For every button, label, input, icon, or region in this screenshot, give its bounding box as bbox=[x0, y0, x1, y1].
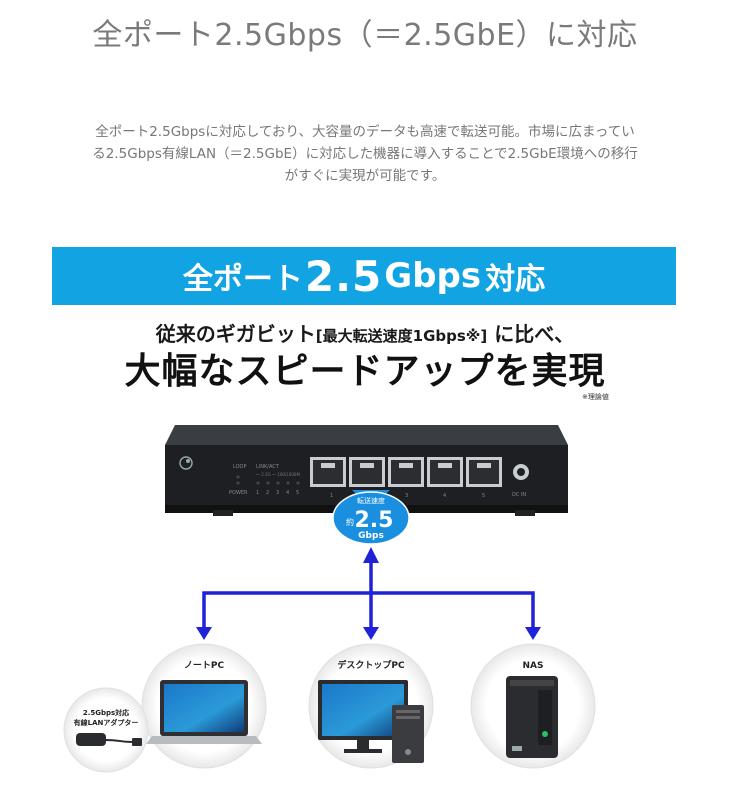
banner-prefix: 全ポート bbox=[182, 262, 303, 297]
usb-adapter-icon bbox=[76, 733, 142, 746]
badge-value: 2.5 bbox=[355, 508, 394, 533]
ethernet-port-1 bbox=[310, 457, 346, 487]
arrowheads bbox=[196, 547, 541, 640]
comparison-lead: 従来のギガビット bbox=[155, 322, 316, 346]
nas-device: NAS bbox=[470, 643, 596, 769]
loop-label: LOOP bbox=[233, 464, 247, 470]
speed-banner: 全ポート 2.5 Gbps 対応 bbox=[52, 247, 676, 305]
laptop-icon bbox=[146, 680, 262, 744]
brand-logo-icon bbox=[179, 456, 193, 470]
led-number-3: 3 bbox=[276, 490, 279, 496]
desktop-device: デスクトップPC bbox=[308, 643, 434, 769]
led-number-1: 1 bbox=[256, 490, 259, 496]
port-number-5: 5 bbox=[482, 493, 485, 499]
speed-legend: ― 2.5G ― 100/1000M bbox=[256, 472, 300, 477]
led-number-2: 2 bbox=[266, 490, 269, 496]
nas-label: NAS bbox=[523, 661, 544, 671]
monitor-icon bbox=[318, 680, 408, 753]
banner-speed-unit: Gbps bbox=[384, 256, 482, 296]
adapter-label-2: 有線LANアダプター bbox=[74, 718, 139, 727]
connection-arrows bbox=[202, 560, 535, 628]
desktop-label: デスクトップPC bbox=[337, 659, 405, 671]
description-line-2: る2.5Gbps有線LAN（＝2.5GbE）に対応した機器に導入することで2.5… bbox=[92, 146, 638, 162]
description-line-3: がすぐに実現が可能です。 bbox=[284, 168, 446, 184]
led-number-5: 5 bbox=[296, 490, 299, 496]
ethernet-port-4 bbox=[427, 457, 463, 487]
banner-speed-value: 2.5 bbox=[304, 251, 383, 301]
ethernet-port-3 bbox=[388, 457, 424, 487]
description: 全ポート2.5Gbpsに対応しており、大容量のデータも高速で転送可能。市場に広ま… bbox=[40, 121, 690, 187]
comparison-paren: [最大転送速度1Gbps※] bbox=[315, 327, 488, 345]
link-label: LINK/ACT bbox=[256, 464, 280, 470]
led-row bbox=[256, 481, 300, 485]
adapter-label-1: 2.5Gbps対応 bbox=[83, 708, 129, 717]
page-headline: 全ポート2.5Gbps（＝2.5GbE）に対応 bbox=[92, 18, 638, 53]
ethernet-port-2 bbox=[349, 457, 385, 487]
laptop-device: ノートPC bbox=[141, 643, 267, 769]
comparison-line: 従来のギガビット[最大転送速度1Gbps※] に比べ、 bbox=[0, 318, 730, 347]
ethernet-port-5 bbox=[466, 457, 502, 487]
description-line-1: 全ポート2.5Gbpsに対応しており、大容量のデータも高速で転送可能。市場に広ま… bbox=[95, 124, 635, 140]
theory-note: ※理論値 bbox=[582, 393, 609, 401]
speed-badge: 転送速度 約 2.5 Gbps bbox=[332, 490, 410, 545]
banner-suffix: 対応 bbox=[485, 262, 546, 297]
badge-unit: Gbps bbox=[358, 531, 384, 541]
pc-tower-icon bbox=[392, 705, 424, 763]
port-number-4: 4 bbox=[443, 493, 446, 499]
comparison-tail: に比べ、 bbox=[494, 322, 575, 346]
badge-label: 転送速度 bbox=[357, 496, 385, 505]
speedup-headline: 大幅なスピードアップを実現 bbox=[124, 351, 606, 392]
lan-adapter: 2.5Gbps対応 有線LANアダプター bbox=[63, 687, 149, 773]
dc-label: DC IN bbox=[512, 492, 526, 498]
power-label: POWER bbox=[229, 490, 248, 496]
port-number-1: 1 bbox=[330, 493, 333, 499]
led-number-4: 4 bbox=[286, 490, 289, 496]
nas-icon bbox=[506, 676, 558, 758]
badge-approx: 約 bbox=[346, 517, 354, 527]
port-number-3: 3 bbox=[405, 493, 408, 499]
laptop-label: ノートPC bbox=[184, 660, 225, 671]
